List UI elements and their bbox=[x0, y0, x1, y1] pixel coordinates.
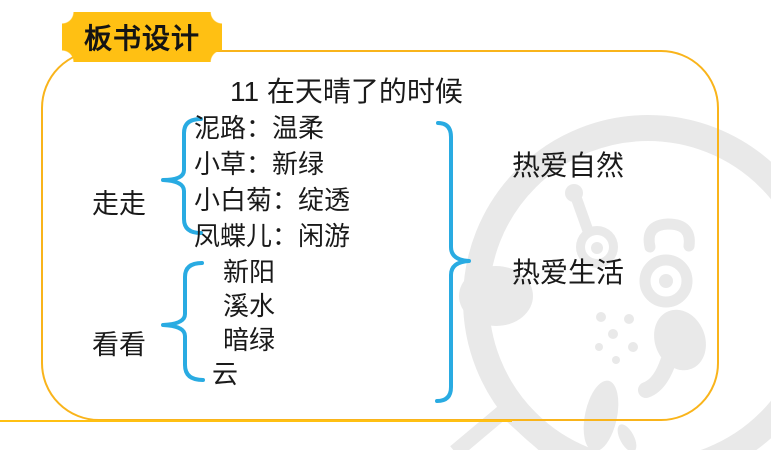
list-item: 溪水 bbox=[223, 291, 276, 321]
theme-love-life: 热爱生活 bbox=[512, 257, 625, 288]
badge-label: 板书设计 bbox=[83, 23, 200, 54]
look-group-brace-icon bbox=[161, 261, 205, 382]
theme-love-nature: 热爱自然 bbox=[512, 150, 625, 181]
group-label-walk: 走走 bbox=[92, 189, 146, 219]
list-item: 云 bbox=[212, 359, 239, 389]
walk-item-list: 泥路：温柔 小草：新绿 小白菊：绽透 凤蝶儿：闲游 bbox=[194, 110, 350, 254]
list-item: 新阳 bbox=[223, 257, 276, 287]
group-label-look: 看看 bbox=[92, 330, 146, 360]
walk-group-brace-icon bbox=[161, 117, 203, 235]
board-design-badge: 板书设计 bbox=[62, 12, 222, 62]
list-item: 小白菊：绽透 bbox=[194, 185, 351, 215]
look-item-list: 新阳 溪水 暗绿 云 bbox=[212, 255, 275, 391]
list-item: 小草：新绿 bbox=[194, 149, 325, 179]
list-item: 暗绿 bbox=[223, 325, 276, 355]
list-item: 凤蝶儿：闲游 bbox=[194, 221, 351, 251]
list-item: 泥路：温柔 bbox=[194, 113, 325, 143]
themes-brace-icon bbox=[435, 121, 471, 403]
lesson-title: 11 在天晴了的时候 bbox=[230, 76, 463, 107]
bottom-accent-line bbox=[0, 420, 512, 422]
